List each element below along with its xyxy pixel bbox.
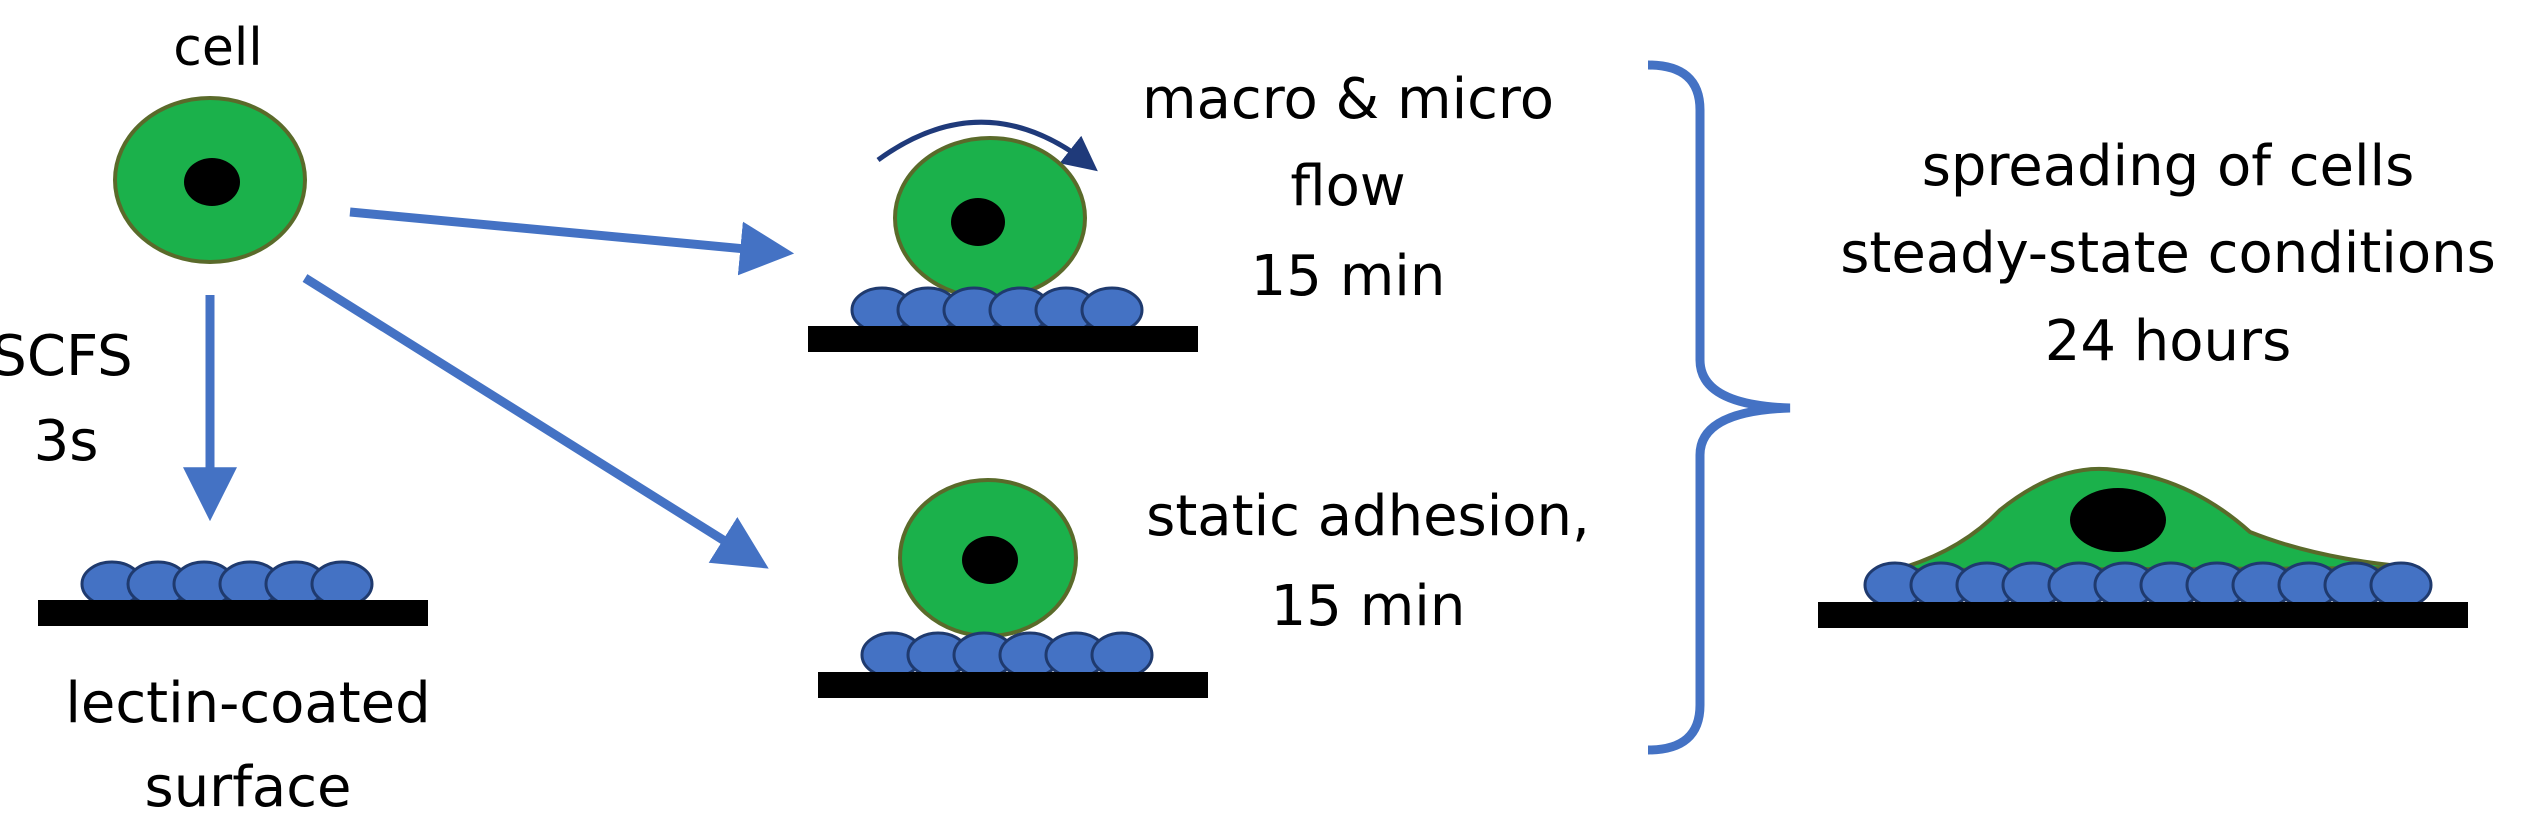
nucleus-icon bbox=[962, 536, 1018, 584]
spread-label-line2: steady-state conditions bbox=[1840, 221, 2496, 286]
spread-label-line3: 24 hours bbox=[2045, 309, 2292, 374]
flow-direction-arrow bbox=[876, 119, 1098, 172]
nucleus-icon bbox=[184, 158, 240, 206]
bracket bbox=[1647, 60, 1791, 755]
substrate bbox=[38, 600, 428, 626]
substrate bbox=[818, 672, 1208, 698]
spread-label-line1: spreading of cells bbox=[1922, 134, 2415, 199]
flow-label-line2: flow bbox=[1290, 154, 1405, 219]
static-label-line1: static adhesion, bbox=[1146, 484, 1590, 549]
nucleus-icon bbox=[2070, 488, 2166, 552]
flow-arrow bbox=[349, 207, 795, 276]
scfs-time-label: 3s bbox=[34, 409, 99, 474]
static-arrow bbox=[302, 274, 769, 569]
surface-label-line2: surface bbox=[145, 755, 352, 820]
lectin-surface-left bbox=[38, 560, 428, 626]
free-cell bbox=[113, 96, 307, 264]
lectin-layer-icon bbox=[1863, 561, 2433, 609]
spread-setup bbox=[1818, 466, 2468, 628]
nucleus-icon bbox=[951, 198, 1005, 246]
flow-label-line3: 15 min bbox=[1251, 244, 1446, 309]
lectin-layer-icon bbox=[80, 560, 374, 608]
static-setup bbox=[818, 478, 1208, 698]
lectin-layer-icon bbox=[850, 286, 1144, 334]
lectin-layer-icon bbox=[860, 631, 1154, 679]
substrate bbox=[1818, 602, 2468, 628]
surface-label-line1: lectin-coated bbox=[65, 671, 430, 736]
flow-setup bbox=[808, 119, 1198, 352]
substrate bbox=[808, 326, 1198, 352]
flow-label-line1: macro & micro bbox=[1142, 67, 1554, 132]
cell-label: cell bbox=[173, 18, 262, 78]
scfs-label: SCFS bbox=[0, 324, 133, 389]
static-label-line2: 15 min bbox=[1271, 574, 1466, 639]
